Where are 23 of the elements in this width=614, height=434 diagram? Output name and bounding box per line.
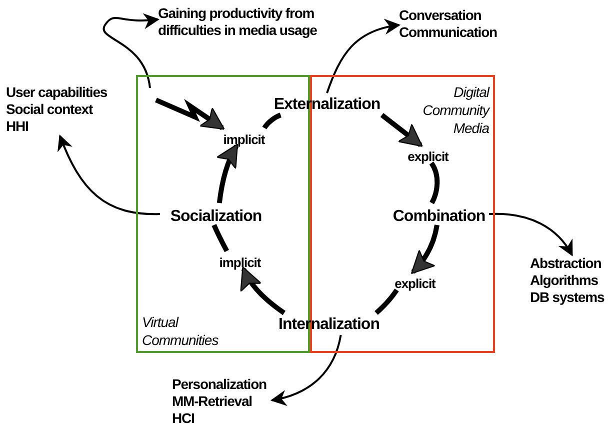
arrow <box>410 224 440 274</box>
arrow <box>102 12 160 88</box>
phase-label: Socialization <box>162 205 270 227</box>
arrow <box>241 266 286 316</box>
arrow <box>58 134 160 215</box>
arrow <box>155 98 225 130</box>
knowledge-label: explicit <box>401 147 455 165</box>
group-heading: Digital Community Media <box>422 83 489 137</box>
arrow <box>380 113 423 147</box>
arrow <box>326 19 401 94</box>
note-text: Abstraction Algorithms DB systems <box>530 255 614 309</box>
knowledge-label: explicit <box>388 274 442 292</box>
phase-label: Combination <box>387 205 491 227</box>
group-heading: Virtual Communities <box>142 313 220 349</box>
note-text: Conversation Communication <box>399 7 517 43</box>
knowledge-label: implicit <box>212 253 268 271</box>
note-text: Personalization MM-Retrieval HCI <box>172 376 272 430</box>
arrow <box>488 212 573 256</box>
note-text: User capabilities Social context HHI <box>6 84 114 136</box>
note-text: Gaining productivity from difficulties in media usage <box>158 5 354 41</box>
knowledge-label: implicit <box>216 130 272 148</box>
arrow <box>270 334 342 406</box>
arrow <box>216 144 239 204</box>
